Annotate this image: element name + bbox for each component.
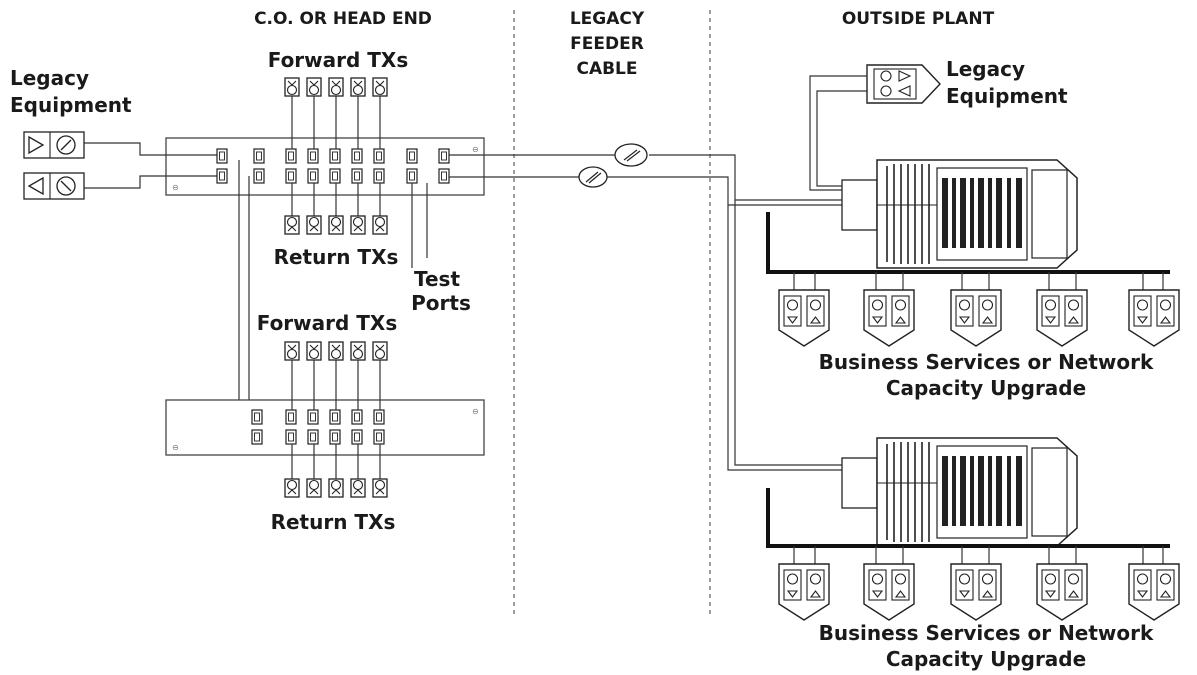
header-outside-plant: OUTSIDE PLANT xyxy=(842,9,995,29)
left-legacy-equipment-line2: Equipment xyxy=(10,93,132,117)
header-legacy-feeder-line1: LEGACY xyxy=(570,9,645,29)
upper-forward-txs-label: Forward TXs xyxy=(268,48,409,72)
lower-return-txs-label: Return TXs xyxy=(271,510,396,534)
lower-forward-txs-label: Forward TXs xyxy=(257,311,398,335)
upper-subscriber-nodes xyxy=(778,289,1180,347)
svg-text:⊖: ⊖ xyxy=(472,407,479,416)
lower-service-label-line2: Capacity Upgrade xyxy=(886,647,1086,671)
left-legacy-equipment-line1: Legacy xyxy=(10,66,89,90)
svg-text:⊖: ⊖ xyxy=(172,443,179,452)
feeder-splice-icon-lower xyxy=(578,166,608,188)
svg-text:⊖: ⊖ xyxy=(472,145,479,154)
header-legacy-feeder-line3: CABLE xyxy=(576,59,637,79)
upper-return-tx-modules xyxy=(284,215,388,235)
test-ports-label-line1: Test xyxy=(414,267,460,291)
upper-forward-tx-modules xyxy=(284,77,388,97)
legacy-receiver-icon xyxy=(23,172,85,200)
feeder-splice-icon-upper xyxy=(614,143,648,167)
legacy-transmitter-icon xyxy=(23,131,85,159)
upper-return-txs-label: Return TXs xyxy=(274,245,399,269)
lower-service-label-line1: Business Services or Network xyxy=(819,621,1154,645)
lower-field-node xyxy=(841,437,1078,547)
upper-service-label-line1: Business Services or Network xyxy=(819,350,1154,374)
lower-forward-tx-modules xyxy=(284,341,388,361)
outside-legacy-equipment-icon xyxy=(866,64,941,104)
outside-legacy-equipment-line1: Legacy xyxy=(946,57,1025,81)
upper-field-node xyxy=(841,159,1078,269)
upper-headend-panel xyxy=(165,137,485,196)
lower-return-tx-modules xyxy=(284,478,388,498)
lower-headend-panel xyxy=(165,399,485,456)
svg-text:⊖: ⊖ xyxy=(172,183,179,192)
header-legacy-feeder-line2: FEEDER xyxy=(570,34,644,54)
header-co-head-end: C.O. OR HEAD END xyxy=(254,9,432,29)
outside-legacy-equipment-line2: Equipment xyxy=(946,84,1068,108)
test-ports-label-line2: Ports xyxy=(411,291,471,315)
upper-service-label-line2: Capacity Upgrade xyxy=(886,376,1086,400)
lower-subscriber-nodes xyxy=(778,563,1180,621)
